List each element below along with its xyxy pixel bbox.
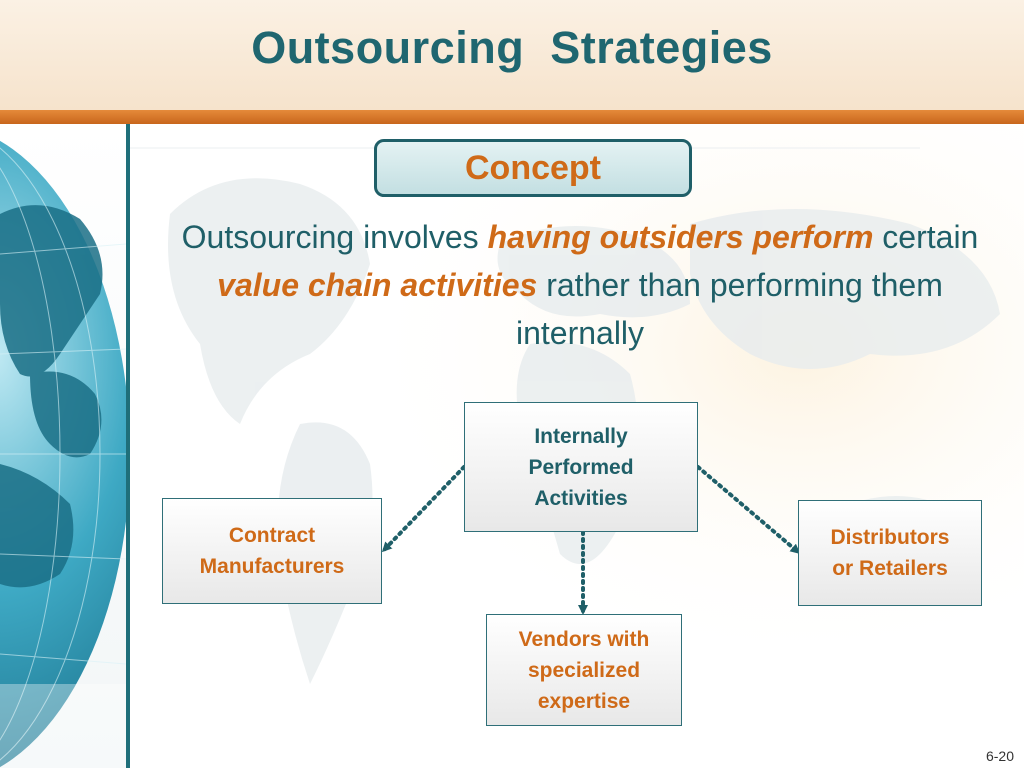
- definition-emphasis-1: having outsiders perform: [487, 219, 874, 255]
- box-distrib-line-2: or Retailers: [832, 557, 948, 580]
- box-internally-performed-activities: Internally Performed Activities: [464, 402, 698, 532]
- concept-label: Concept: [374, 139, 692, 197]
- box-internal-line-3: Activities: [534, 486, 628, 510]
- box-distributors-or-retailers: Distributors or Retailers: [798, 500, 982, 606]
- definition-emphasis-2: value chain activities: [217, 267, 538, 303]
- definition-part-3: rather than performing them internally: [515, 267, 943, 351]
- header-accent-bar: [0, 110, 1024, 124]
- box-vendors-line-1: Vendors with: [518, 627, 650, 651]
- left-divider: [126, 124, 130, 768]
- globe-column: [0, 124, 126, 768]
- box-contract-line-1: Contract: [228, 524, 316, 547]
- globe-icon: [0, 140, 126, 768]
- box-internal-line-2: Performed: [528, 455, 634, 479]
- definition-text: Outsourcing involves having outsiders pe…: [150, 213, 1010, 357]
- box-vendors-line-2: specialized: [527, 658, 641, 682]
- slide-title: Outsourcing Strategies: [251, 22, 773, 73]
- box-vendors-specialized-expertise: Vendors with specialized expertise: [486, 614, 682, 726]
- definition-part-1: Outsourcing involves: [181, 219, 488, 255]
- definition-part-2: certain: [873, 219, 979, 255]
- box-distrib-line-1: Distributors: [830, 526, 950, 549]
- box-contract-line-2: Manufacturers: [199, 555, 345, 578]
- header-band: Outsourcing Strategies: [0, 0, 1024, 110]
- box-internal-line-1: Internally: [534, 424, 628, 448]
- box-contract-manufacturers: Contract Manufacturers: [162, 498, 382, 604]
- slide-number: 6-20: [985, 748, 1014, 764]
- box-vendors-line-3: expertise: [537, 689, 631, 713]
